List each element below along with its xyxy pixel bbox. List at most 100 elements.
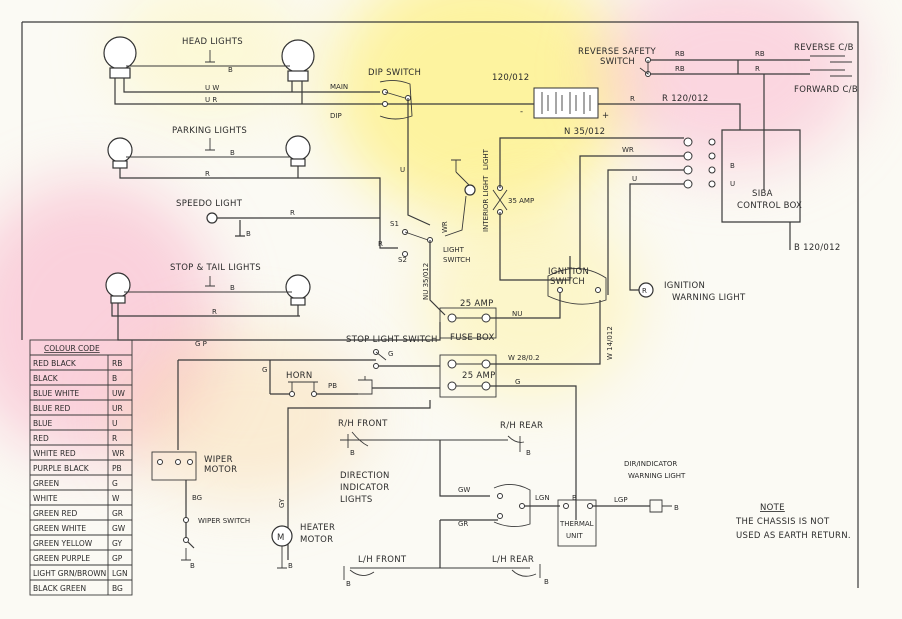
siba-label-2: CONTROL BOX	[737, 201, 802, 211]
parking-earth	[126, 138, 290, 158]
thermal-label-2: UNIT	[566, 532, 583, 540]
colour-code-border	[29, 339, 133, 596]
direction-label-1: DIRECTION	[340, 471, 390, 481]
horn-label: HORN	[286, 371, 313, 381]
wire-label-b-lhf: B	[346, 580, 351, 588]
wire-label-b-dirwarn: B	[674, 504, 679, 512]
indicator-wires	[439, 505, 560, 568]
diagram-frame	[21, 21, 859, 588]
wire-label-b-wiper: B	[190, 562, 195, 570]
wire-label-n35: N 35/012	[564, 127, 605, 137]
colour-code-name: WHITE RED	[33, 449, 76, 458]
siba-u-label: U	[730, 180, 735, 188]
colour-code-name: GREEN PURPLE	[33, 554, 90, 563]
wire-label-b-park: B	[230, 149, 235, 157]
stop-tail-earth	[124, 276, 292, 293]
colour-code-abbr: GP	[112, 554, 123, 563]
light-switch-label-2: SWITCH	[443, 256, 470, 264]
ignition-warning-light: R	[638, 282, 654, 298]
colour-code-name: BLUE	[33, 419, 52, 428]
lh-front-label: L/H FRONT	[358, 555, 407, 565]
battery-plus: +	[602, 111, 609, 121]
interior-light-label: INTERIOR LIGHT	[482, 175, 490, 232]
ignition-switch	[547, 268, 607, 305]
head-light-right	[281, 39, 315, 82]
wire-label-ur: U R	[205, 96, 217, 104]
colour-code-name: LIGHT GRN/BROWN	[33, 569, 106, 578]
rh-front-indicator	[340, 431, 420, 448]
nu-wire	[490, 292, 561, 319]
colour-code-title: COLOUR CODE	[44, 344, 100, 353]
interior-wire	[499, 212, 571, 281]
colour-code-abbr: BG	[112, 584, 123, 593]
wire-label-w28: W 28/0.2	[508, 354, 540, 362]
horn	[288, 381, 318, 397]
wire-label-b120: B 120/012	[794, 243, 841, 253]
dip-switch-label: DIP SWITCH	[368, 68, 421, 78]
colour-code-abbr: R	[112, 434, 117, 443]
cb-terminals	[810, 55, 852, 77]
wire-label-gp: G P	[195, 340, 207, 348]
wire-label-r-tail: R	[212, 308, 217, 316]
wire-label-g-fuse: G	[515, 378, 520, 386]
colour-code-name: PURPLE BLACK	[33, 464, 90, 473]
u-wire	[629, 183, 684, 291]
wire-label-rb-2: RB	[675, 65, 685, 73]
rh-rear-indicator	[420, 435, 525, 452]
colour-code-abbr: RB	[112, 359, 122, 368]
wire-label-b-heater: B	[288, 562, 293, 570]
w28-wire	[490, 300, 601, 365]
colour-code-name: RED BLACK	[33, 359, 77, 368]
lh-rear-indicator	[510, 564, 541, 578]
speedo-wire	[217, 217, 380, 237]
stop-tail-label: STOP & TAIL LIGHTS	[170, 263, 261, 273]
fuse-35amp-label: 35 AMP	[508, 197, 534, 205]
label-s1: S1	[390, 220, 399, 228]
fuse-box-label: FUSE BOX	[450, 333, 495, 343]
colour-code-name: BLACK GREEN	[33, 584, 86, 593]
wire-label-r-s: R	[378, 240, 383, 248]
wire-label-main: MAIN	[330, 83, 348, 91]
colour-code-abbr: LGN	[112, 569, 128, 578]
colour-code-name: WHITE	[33, 494, 58, 503]
stop-light-switch-label: STOP LIGHT SWITCH	[346, 335, 438, 345]
battery-minus: -	[520, 107, 523, 117]
lh-rear-label: L/H REAR	[492, 555, 534, 565]
svg-text:R: R	[642, 287, 647, 295]
wire-label-uw: U W	[205, 84, 219, 92]
direction-label-2: INDICATOR	[340, 483, 390, 493]
wire-label-rb-1: RB	[675, 50, 685, 58]
wire-label-b-speedo: B	[246, 230, 251, 238]
wire-label-rb-3: RB	[755, 50, 765, 58]
interior-light-vert-label: LIGHT	[482, 148, 490, 170]
note-title: NOTE	[760, 503, 785, 513]
wire-label-gr: GR	[458, 520, 468, 528]
colour-code-abbr: B	[112, 374, 117, 383]
wiper-switch-label: WIPER SWITCH	[198, 517, 250, 525]
head-lights-earth	[126, 50, 290, 67]
ignition-warning-label-1: IGNITION	[664, 281, 705, 291]
reverse-safety-label-2: SWITCH	[600, 57, 635, 67]
parking-feed-wire	[119, 166, 398, 249]
reverse-cb-label: REVERSE C/B	[794, 43, 854, 53]
ignition-warning-label-2: WARNING LIGHT	[672, 293, 746, 303]
battery-label: 120/012	[492, 73, 529, 83]
wire-label-wr: WR	[622, 146, 634, 154]
siba-control-box	[683, 129, 801, 223]
head-light-left	[103, 36, 137, 79]
interior-light	[444, 159, 476, 237]
fuse-35amp	[492, 185, 508, 215]
wire-label-b-tail: B	[230, 284, 235, 292]
dir-warning-label-1: DIR/INDICATOR	[624, 460, 677, 468]
wire-label-w14: W 14/012	[606, 326, 614, 360]
heater-label-1: HEATER	[300, 523, 335, 533]
wiper-switch	[183, 517, 189, 543]
rh-rear-label: R/H REAR	[500, 421, 543, 431]
wire-label-r-batt: R	[630, 95, 635, 103]
wire-label-bg: BG	[192, 494, 202, 502]
ignition-label-1: IGNITION	[548, 267, 589, 277]
wire-label-r-park: R	[205, 170, 210, 178]
wire-label-b-lhr: B	[544, 578, 549, 586]
stop-light-wires	[178, 359, 440, 367]
dir-indicator-warning-light	[649, 499, 672, 513]
